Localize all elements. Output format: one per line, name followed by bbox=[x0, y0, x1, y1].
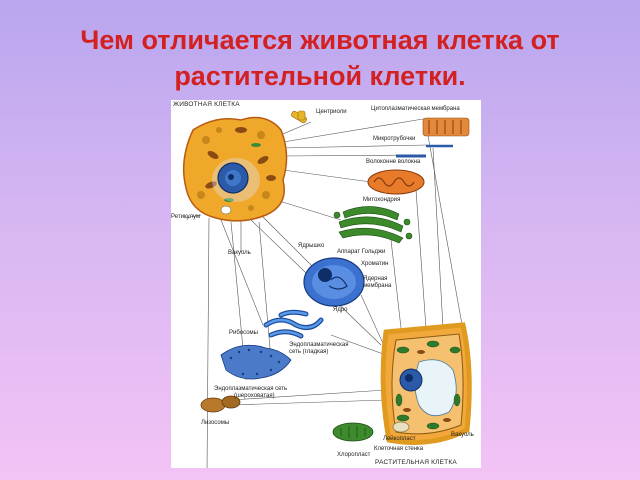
membrane-illustration bbox=[422, 117, 470, 137]
animal-cell-label: ЖИВОТНАЯ КЛЕТКА bbox=[173, 101, 240, 108]
lysosomes-illustration bbox=[200, 395, 241, 413]
cell-diagram: ЖИВОТНАЯ КЛЕТКА РАСТИТЕЛЬНАЯ КЛЕТКА Цент… bbox=[171, 100, 481, 468]
vacuole-plant-label: Вакуоль bbox=[451, 432, 474, 438]
smooth-er-label-line2: сеть (гладкая) bbox=[289, 349, 329, 355]
centrioles-illustration bbox=[291, 110, 307, 124]
golgi-illustration bbox=[333, 206, 413, 244]
mitochondrion-label: Митохондрия bbox=[363, 197, 401, 203]
ribosomes-label: Рибосомы bbox=[229, 330, 258, 336]
plant-cell bbox=[380, 322, 472, 445]
chloroplast-label: Хлоропласт bbox=[337, 452, 371, 458]
nucleus-label: Ядро bbox=[333, 307, 348, 313]
rough-er-label-line1: Эндоплазматическая сеть bbox=[214, 386, 288, 392]
lysosomes-label: Лизосомы bbox=[201, 420, 230, 426]
cell-diagram-illustration bbox=[182, 110, 472, 468]
title-line-2: растительной клетки. bbox=[174, 61, 466, 91]
golgi-label: Аппарат Гольджи bbox=[337, 249, 386, 255]
rough-er-illustration bbox=[220, 344, 292, 380]
leucoplast-illustration bbox=[392, 421, 410, 433]
chromatin-label: Хроматин bbox=[361, 261, 389, 267]
nuclear-membrane-label-line2: мембрана bbox=[363, 283, 392, 289]
chloroplast-illustration bbox=[332, 422, 374, 442]
slide-title: Чем отличается животная клетка от растит… bbox=[20, 22, 620, 94]
fibers-label: Волоконне волокна bbox=[366, 159, 421, 165]
nucleus-illustration bbox=[303, 257, 365, 307]
cytoplasmic-membrane-label: Цитоплазматическая мембрана bbox=[371, 106, 460, 112]
plant-cell-label: РАСТИТЕЛЬНАЯ КЛЕТКА bbox=[375, 459, 457, 466]
animal-cell bbox=[182, 116, 288, 222]
rough-er-label-line2: (шероховатая) bbox=[234, 393, 275, 399]
vacuole-animal-label: Вакуоль bbox=[228, 250, 251, 256]
smooth-er-label-line1: Эндоплазматическая bbox=[289, 342, 349, 348]
reticulum-label: Ретикулум bbox=[171, 214, 201, 220]
microtubules-label: Микротрубочки bbox=[373, 136, 416, 142]
cell-wall-label: Клеточная стенка bbox=[374, 446, 424, 452]
nucleolus-label: Ядрышко bbox=[298, 243, 325, 249]
leucoplast-label: Лейкопласт bbox=[383, 436, 416, 442]
nuclear-membrane-label-line1: Ядерная bbox=[363, 276, 388, 282]
centrioles-label: Центриоли bbox=[316, 109, 347, 115]
mitochondrion-illustration bbox=[367, 169, 425, 195]
title-line-1: Чем отличается животная клетка от bbox=[80, 25, 560, 55]
